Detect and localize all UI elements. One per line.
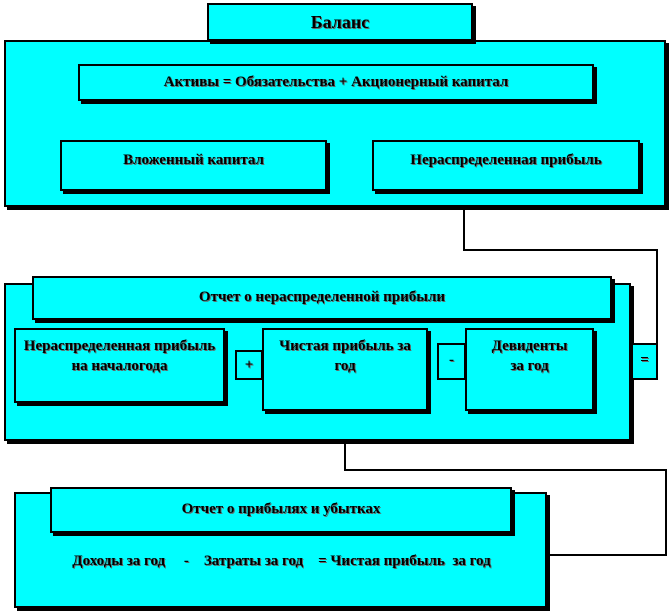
net-income-box: Чистая прибыль за год [262, 328, 428, 411]
equals-sign: = [631, 343, 658, 380]
plus-sign: + [235, 350, 263, 380]
retained-earnings-box: Нераспределенная прибыль [372, 140, 640, 191]
income-statement-title: Отчет о прибылях и убытках [50, 487, 512, 533]
connector-line [656, 249, 658, 345]
connector-line [344, 420, 346, 471]
income-formula: Доходы за год - Затраты за год = Чистая … [72, 553, 491, 569]
accounting-equation: Активы = Обязательства + Акционерный кап… [78, 64, 594, 101]
connector-line [463, 249, 658, 251]
opening-retained-box: Нераспределенная прибыль на началогода [14, 328, 225, 403]
connector-line [665, 469, 667, 556]
dividends-box: Девиденты за год [465, 328, 594, 411]
connector-line [547, 554, 667, 556]
retained-earnings-title: Отчет о нераспределенной прибыли [32, 276, 612, 320]
invested-capital-box: Вложенный капитал [60, 140, 327, 191]
minus-sign: - [437, 343, 466, 380]
balance-title: Баланс [207, 3, 473, 41]
connector-line [344, 469, 667, 471]
connector-line [463, 200, 465, 251]
